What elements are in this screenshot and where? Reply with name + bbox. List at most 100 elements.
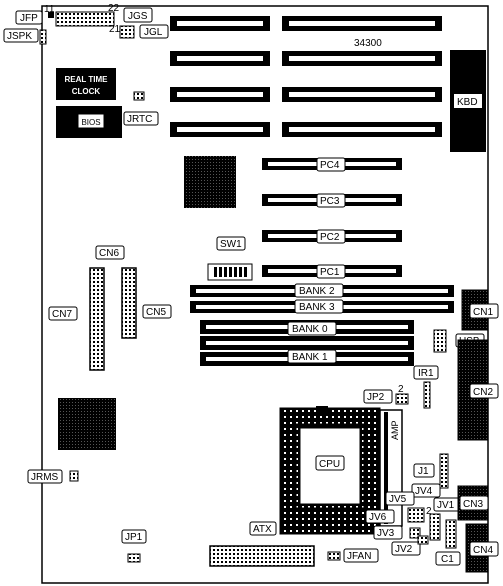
pc2-tag: PC2 [316,229,346,244]
rtc-line2: CLOCK [72,87,101,96]
pc1-tag: PC1 [316,264,346,279]
bank0-tag: BANK 0 [287,321,337,336]
jv1-label: JV1 [437,500,455,511]
jv2-tag: JV2 [391,541,421,556]
c1-label: C1 [441,554,454,565]
cpu-label: CPU [319,459,340,470]
cn3-label: CN3 [463,499,483,510]
jv5-label: JV5 [389,494,407,505]
ir1-tag: IR1 [413,365,439,380]
jp2-tag: JP2 [363,389,393,404]
cn7-ide-header [89,267,105,371]
jfan-label: JFAN [347,551,371,562]
jv3-jumper [409,527,421,539]
cn7-tag: CN7 [48,306,78,321]
jp1-jumper [127,553,141,563]
jrms-label: JRMS [31,472,59,483]
jp1-label: JP1 [125,532,143,543]
cn6-label: CN6 [99,248,119,259]
j1-label: J1 [418,466,429,477]
jfp-header [48,11,115,27]
cn7-label: CN7 [52,309,72,320]
cn4-tag: CN4 [469,541,499,557]
jv5-tag: JV5 [385,491,415,506]
c1-tag: C1 [435,551,461,566]
cn5-ide-header [121,267,137,339]
bios-label: BIOS [81,118,100,127]
sw1-tag: SW1 [216,236,246,251]
jrtc-header [133,91,145,101]
chipset-north [184,156,236,208]
jgs-pin-21: 21 [109,24,121,35]
bank1-tag: BANK 1 [287,349,337,364]
jv6-label: JV6 [369,512,387,523]
jp2-label: JP2 [367,392,385,403]
cn1-tag: CN1 [469,303,499,319]
jp2-pin-2: 2 [398,384,404,395]
pc3-tag: PC3 [316,193,346,208]
jv4-tag: JV4 [411,483,441,498]
bank0-label: BANK 0 [292,324,328,335]
cn3-tag: CN3 [459,495,489,511]
jv1-jumper [429,513,441,541]
jrms-header [69,470,79,482]
bank3-tag: BANK 3 [294,299,344,314]
cn2-label: CN2 [473,387,493,398]
atx-label: ATX [253,524,272,535]
jfp-label: JFP [20,13,38,24]
cn5-tag: CN5 [142,304,172,319]
sw1-dip-switch [207,263,253,281]
bank2-tag: BANK 2 [294,283,344,298]
isa-slots [170,16,442,137]
jv2-jumper [417,535,429,545]
ir1-label: IR1 [418,368,434,379]
sw1-label: SW1 [220,239,242,250]
cn4-label: CN4 [473,545,493,556]
jgs-pin-22: 22 [108,3,120,14]
pc4-label: PC4 [320,160,340,171]
jv4-label: JV4 [415,486,433,497]
bank3-label: BANK 3 [299,302,335,313]
bank1-label: BANK 1 [292,352,328,363]
cn6-tag: CN6 [95,245,125,260]
jp1-tag: JP1 [121,529,147,544]
rtc-line1: REAL TIME [65,75,109,84]
jgs-label: JGS [128,11,148,22]
amp-label: AMP [390,420,400,440]
atx-power-connector [209,545,315,567]
atx-tag: ATX [249,521,277,536]
j1-header [439,453,449,489]
ir1-header [423,381,431,409]
jrtc-label: JRTC [127,114,152,125]
c1-header [445,519,457,549]
kbd-label: KBD [457,97,478,108]
pc2-label: PC2 [320,232,340,243]
usb-header [433,329,447,353]
cn1-label: CN1 [473,307,493,318]
jv2-label: JV2 [395,544,413,555]
pc1-label: PC1 [320,267,340,278]
jrms-tag: JRMS [27,469,63,484]
jfp-tag: JFP [15,10,43,25]
jfan-tag: JFAN [343,548,379,563]
jgl-label: JGL [144,27,163,38]
jv3-label: JV3 [377,528,395,539]
jfp-pin-11: 11 [44,4,55,15]
jv-pin-2: 2 [426,506,432,517]
jv3-tag: JV3 [373,525,403,540]
pc4-tag: PC4 [316,157,346,172]
board-model-label: 34300 [354,38,382,49]
jspk-header [39,29,47,45]
jgl-tag: JGL [139,24,169,39]
jgl-header [119,25,135,39]
pc3-label: PC3 [320,196,340,207]
jfan-header [327,551,341,561]
rtc-chip [56,68,116,100]
chipset-south [58,398,116,450]
cn2-tag: CN2 [469,383,499,399]
j1-tag: J1 [413,463,435,478]
jp2-jumper [395,393,409,405]
jrtc-tag: JRTC [123,111,159,126]
jv6-tag: JV6 [365,509,395,524]
jv-jumper-block [407,507,425,523]
